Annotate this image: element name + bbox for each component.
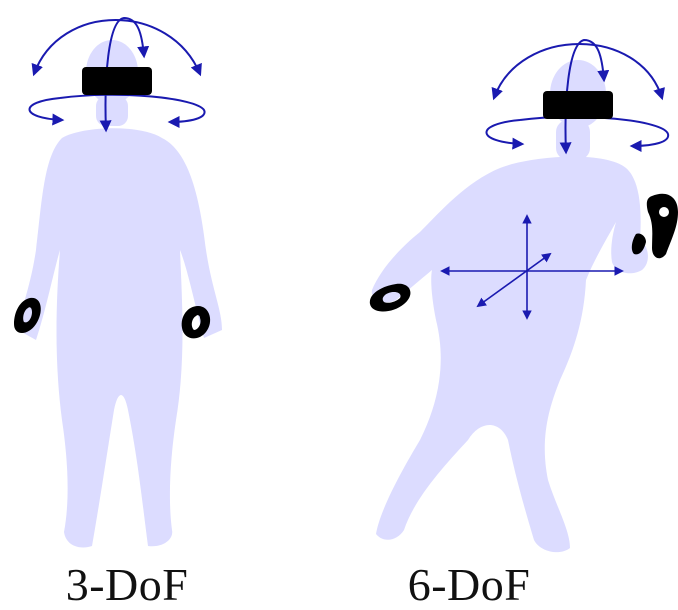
label-6dof: 6-DoF	[394, 560, 544, 610]
vr-headset-icon	[82, 67, 152, 95]
body-silhouette-icon	[18, 40, 222, 547]
body-silhouette-icon	[372, 60, 648, 552]
vr-headset-icon	[543, 91, 613, 119]
panel-3dof	[14, 18, 222, 547]
panel-6dof	[370, 40, 678, 552]
label-3dof: 3-DoF	[52, 560, 202, 610]
